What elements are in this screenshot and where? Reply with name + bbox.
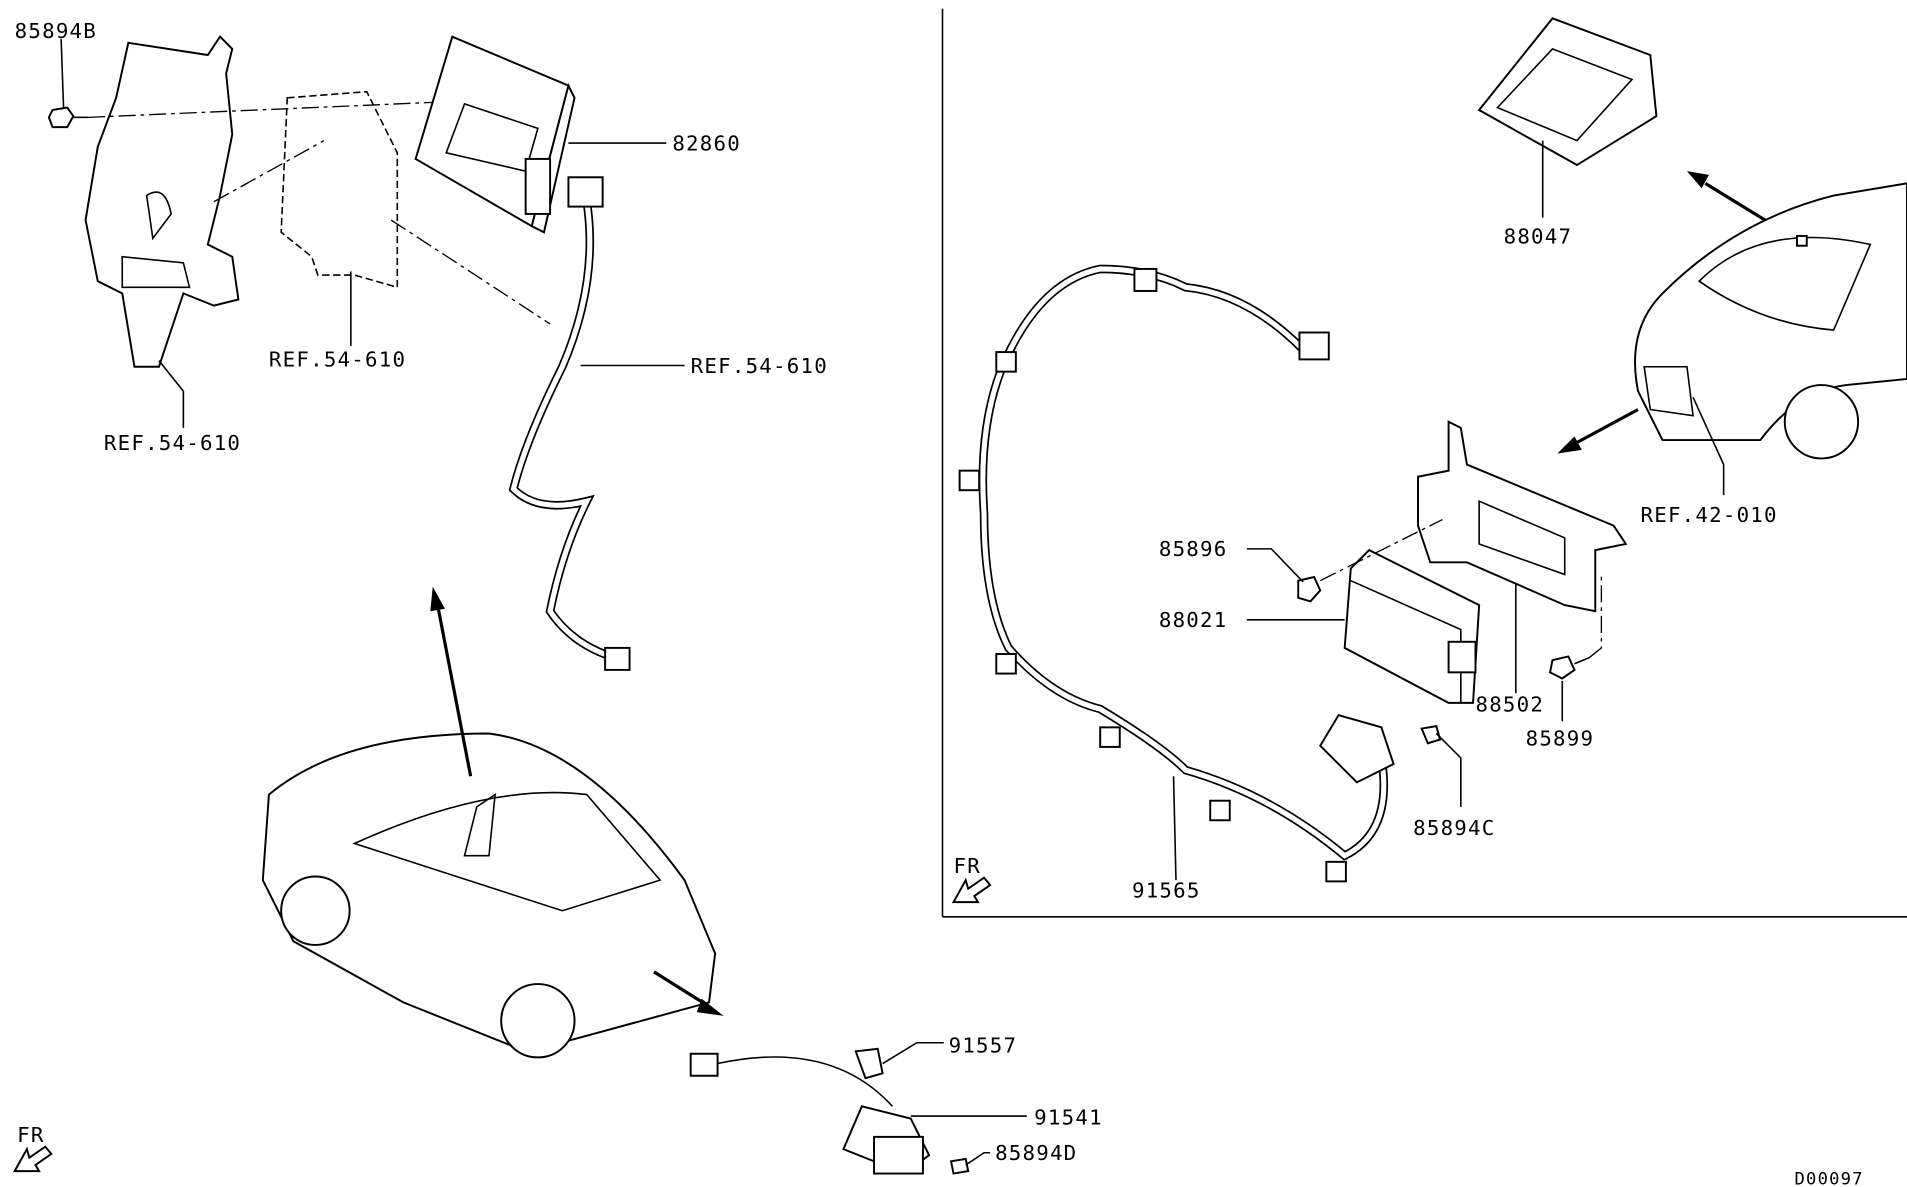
label-85894C: 85894C [1413,816,1495,840]
control-unit-ref [213,90,399,289]
bolt-85894C [1420,725,1462,807]
label-85894B: 85894B [15,19,97,43]
label-fr-inset: FR [954,854,981,878]
arrow-to-radar [1557,408,1639,454]
label-ref-54-610-unit: REF.54-610 [269,348,406,372]
radar-unit-88021 [1246,548,1481,704]
label-82860: 82860 [672,131,741,155]
label-88047: 88047 [1504,224,1573,248]
label-88502: 88502 [1475,692,1544,716]
radar-bracket-88502 [1417,420,1628,694]
diagram-code: D00097 [1795,1170,1864,1187]
bolt-85899 [1548,574,1603,722]
control-unit-82860 [414,35,667,234]
nut-85896 [1246,518,1443,603]
label-ref-54-610-harness: REF.54-610 [691,354,828,378]
label-91557: 91557 [949,1034,1018,1058]
wire-harness [508,176,685,671]
vehicle-front-view [1634,182,1907,460]
label-91541: 91541 [1034,1106,1103,1130]
front-harness-91565 [958,264,1395,883]
label-88021: 88021 [1159,608,1228,632]
label-85899: 85899 [1526,727,1595,751]
vehicle-rear-view [261,732,717,1059]
label-85894D: 85894D [995,1141,1077,1165]
rear-camera-assembly [689,1041,1027,1175]
inset-frame [941,8,1907,918]
label-fr-main: FR [17,1123,44,1147]
front-direction-arrow-main [13,1145,53,1173]
arrow-rear-camera [653,970,724,1016]
mounting-bracket [84,35,240,368]
label-ref-42-010: REF.42-010 [1641,503,1778,527]
label-91565: 91565 [1132,878,1201,902]
front-camera-88047 [1477,17,1658,218]
front-direction-arrow-inset [951,876,992,904]
arrow-up [430,586,473,777]
label-ref-54-610-bracket: REF.54-610 [104,431,241,455]
bolt-85894B [47,39,89,129]
label-85896: 85896 [1159,537,1228,561]
